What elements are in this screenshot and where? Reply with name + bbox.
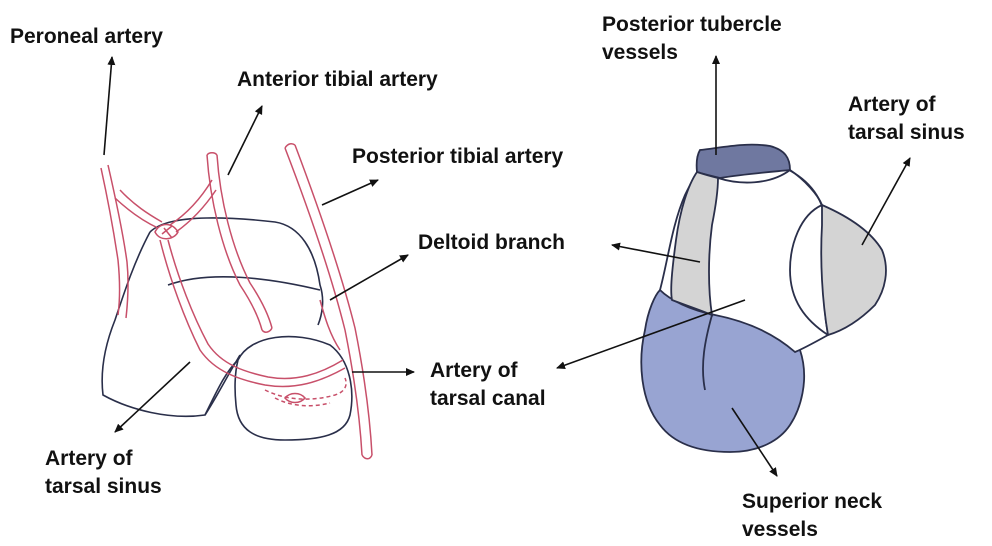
peroneal-artery-vessel [101, 168, 120, 315]
label-deltoid-branch: Deltoid branch [418, 230, 565, 255]
label-posterior-tibial-artery: Posterior tibial artery [352, 144, 563, 169]
label-anterior-tibial-artery: Anterior tibial artery [237, 67, 438, 92]
right-talus-regions [641, 145, 886, 452]
posterior-tibial-arrow [322, 180, 378, 205]
label-tarsal-sinus-left-line2: tarsal sinus [45, 474, 162, 499]
label-tarsal-canal-line1: Artery of [430, 358, 518, 383]
tarsal-sinus-arrow-left [115, 362, 190, 432]
talus-body-outline [102, 232, 240, 416]
label-superior-neck-line1: Superior neck [742, 489, 882, 514]
left-pointer-arrows [104, 57, 414, 432]
tarsal-canal-sling [265, 378, 346, 399]
label-peroneal-artery: Peroneal artery [10, 24, 163, 49]
label-tarsal-sinus-right-line1: Artery of [848, 92, 936, 117]
label-posterior-tubercle-line1: Posterior tubercle [602, 12, 782, 37]
deltoid-arrow [330, 255, 408, 300]
talus-dome-curve [168, 277, 320, 290]
talus-head-outline [235, 337, 352, 440]
label-tarsal-sinus-right-line2: tarsal sinus [848, 120, 965, 145]
label-tarsal-canal-line2: tarsal canal [430, 386, 546, 411]
tarsal-sinus-region-right [821, 205, 886, 335]
label-posterior-tubercle-line2: vessels [602, 40, 678, 65]
anterior-tibial-artery-vessel [207, 155, 262, 330]
label-superior-neck-line2: vessels [742, 517, 818, 542]
tarsal-sinus-arrow-right [862, 158, 910, 245]
anterior-tibial-arrow [228, 106, 262, 175]
left-talus-illustration [102, 218, 352, 440]
peroneal-arrow [104, 57, 112, 155]
label-tarsal-sinus-left-line1: Artery of [45, 446, 133, 471]
